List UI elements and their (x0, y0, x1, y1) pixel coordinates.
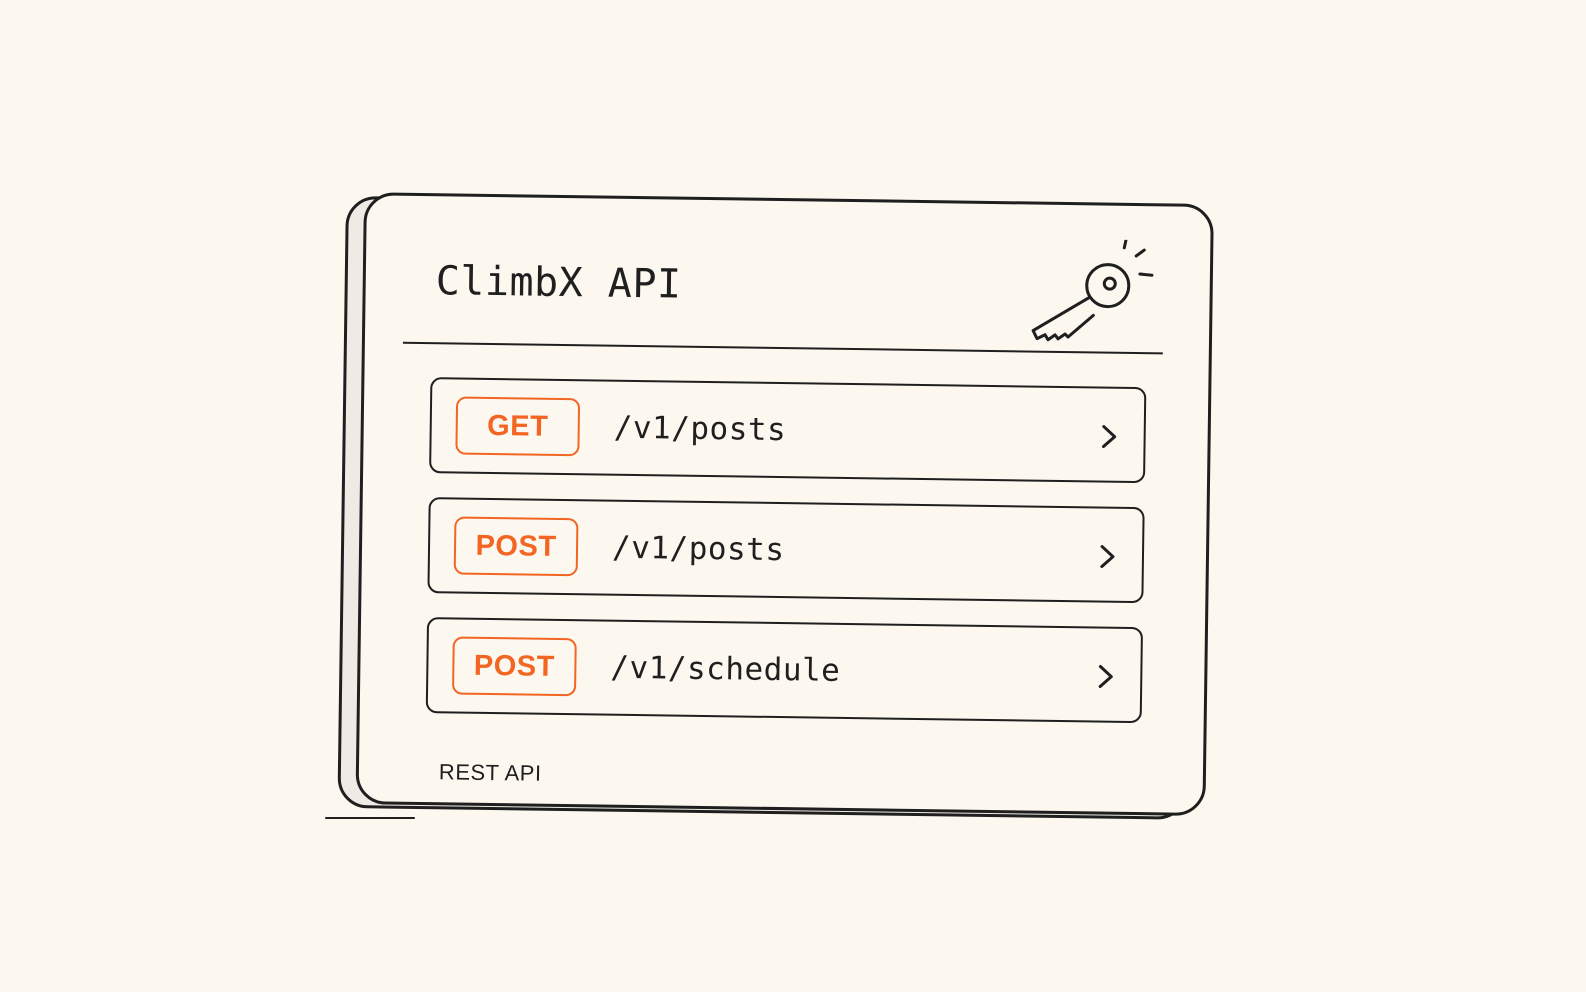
api-card-scene: ClimbX API GET /v1/posts POST (337, 192, 1214, 820)
card-footer-label: REST API (438, 759, 542, 786)
method-badge: GET (455, 396, 581, 457)
endpoint-list: GET /v1/posts POST /v1/posts POST /v1/sc… (425, 377, 1147, 747)
chevron-right-icon (1102, 425, 1117, 449)
method-badge: POST (451, 636, 577, 697)
endpoint-row-post-schedule[interactable]: POST /v1/schedule (425, 617, 1144, 724)
endpoint-row-get-posts[interactable]: GET /v1/posts (429, 377, 1147, 484)
chevron-right-icon (1098, 665, 1113, 689)
card-title: ClimbX API (435, 258, 682, 308)
endpoint-path: /v1/posts (611, 529, 785, 569)
endpoint-row-post-posts[interactable]: POST /v1/posts (427, 497, 1145, 604)
method-badge: POST (453, 516, 579, 577)
key-icon (1031, 238, 1154, 342)
endpoint-path: /v1/schedule (610, 649, 841, 689)
chevron-right-icon (1100, 545, 1115, 569)
ground-line (325, 817, 415, 819)
endpoint-path: /v1/posts (613, 409, 787, 449)
api-card: ClimbX API GET /v1/posts POST (355, 192, 1214, 817)
